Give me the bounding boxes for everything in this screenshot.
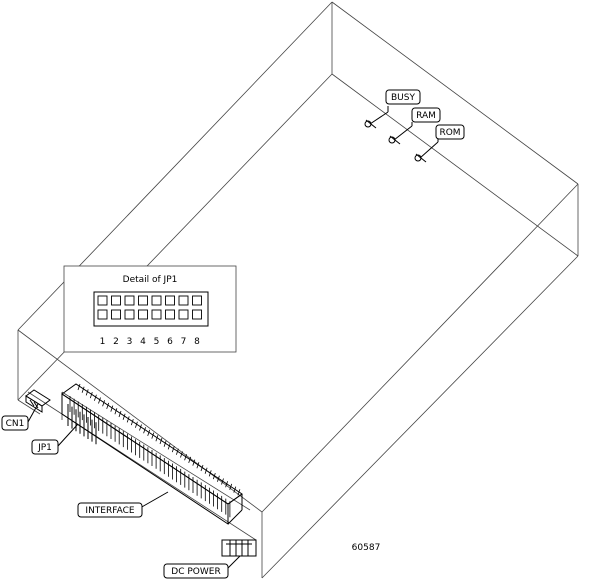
jp1-pin-cell <box>178 295 189 306</box>
jp1-detail-title: Detail of JP1 <box>123 275 178 285</box>
interface-pin <box>98 397 101 404</box>
jp1-pin-number: 6 <box>167 337 173 347</box>
jp1-pin-cell <box>111 309 121 320</box>
jp1-pin-cell <box>124 309 135 320</box>
interface-pin <box>188 456 192 464</box>
interface-pin <box>221 478 224 485</box>
interface-pin <box>106 402 110 410</box>
interface-pin <box>192 459 196 466</box>
jp1-pin-cell <box>124 295 135 306</box>
interface-pin <box>176 448 179 455</box>
jp1-pin-cell <box>138 295 148 306</box>
interface-pin <box>102 400 105 407</box>
jp1-pin-cell <box>192 295 202 306</box>
led-ram <box>388 125 413 145</box>
label-cn1-text: CN1 <box>6 419 25 429</box>
label-jp1: JP1 <box>31 439 59 455</box>
interface-pin <box>139 424 142 431</box>
interface-pin <box>180 451 183 458</box>
interface-pin <box>204 467 208 474</box>
interface-pin <box>217 475 220 482</box>
jp1-pin-cell <box>97 309 108 320</box>
jp1-pin-cell <box>165 309 175 320</box>
interface-pin <box>110 405 114 412</box>
interface-pin <box>212 472 216 480</box>
interface-pin <box>77 383 81 391</box>
cn1-connector <box>25 389 51 413</box>
interface-pin <box>89 391 93 399</box>
label-interface: INTERFACE <box>77 502 143 518</box>
interface-pin <box>147 429 151 437</box>
jp1-block <box>67 404 97 445</box>
jp1-pin-cell <box>151 309 162 320</box>
interface-pin <box>114 408 118 415</box>
interface-pin <box>94 394 97 401</box>
jp1-pin-cell <box>151 295 162 306</box>
interface-pin <box>135 421 138 428</box>
interface-connector <box>61 383 243 525</box>
interface-pin <box>163 440 167 447</box>
interface-pin <box>184 454 187 461</box>
jp1-pin-number: 3 <box>127 337 133 347</box>
interface-pin <box>159 437 163 445</box>
label-cn1: CN1 <box>1 415 29 431</box>
interface-pin <box>200 464 204 472</box>
jp1-pin-cell <box>138 309 148 320</box>
interface-pin <box>122 413 126 420</box>
jp1-pin-number: 7 <box>181 337 187 347</box>
label-busy-text: BUSY <box>391 93 415 103</box>
led-busy <box>364 111 389 129</box>
label-rom: ROM <box>435 124 465 140</box>
interface-pin <box>118 410 122 418</box>
interface-pin <box>208 470 212 477</box>
interface-pin <box>130 418 134 426</box>
jp1-pin-number: 8 <box>194 337 200 347</box>
led-rom <box>414 141 439 163</box>
leader-lines <box>27 106 439 571</box>
interface-pin <box>229 483 233 491</box>
jp1-pin-grid <box>97 295 202 320</box>
jp1-pin-number: 5 <box>154 337 160 347</box>
label-ram-text: RAM <box>416 111 436 121</box>
interface-pin <box>171 445 175 453</box>
jp1-pin-cell <box>97 295 108 306</box>
interface-pin <box>167 443 171 450</box>
label-ram: RAM <box>411 107 441 123</box>
interface-pin <box>225 481 228 488</box>
dc-power-connector <box>221 539 257 557</box>
label-rom-text: ROM <box>439 128 460 138</box>
interface-pin <box>151 432 155 439</box>
drive-enclosure <box>17 1 579 579</box>
jp1-pin-cell <box>165 295 175 306</box>
interface-pin <box>196 462 200 469</box>
label-interface-text: INTERFACE <box>85 506 134 516</box>
interface-pin <box>126 416 130 423</box>
interface-pin <box>81 386 85 393</box>
jp1-pin-cell <box>178 309 189 320</box>
jp1-pin-number: 4 <box>140 337 146 347</box>
label-dc-power: DC POWER <box>163 563 229 579</box>
jp1-pin-cell <box>111 295 121 306</box>
interface-pin <box>237 489 241 496</box>
jp1-pin-number: 1 <box>100 337 106 347</box>
jp1-pin-cell <box>192 309 202 320</box>
jp1-pin-number: 2 <box>113 337 119 347</box>
interface-pin <box>155 435 159 442</box>
interface-pin <box>233 486 237 493</box>
label-dc-power-text: DC POWER <box>171 567 220 577</box>
label-busy: BUSY <box>385 89 421 105</box>
label-jp1-text: JP1 <box>37 443 52 453</box>
interface-pin <box>143 427 146 434</box>
figure-id: 60587 <box>352 543 381 553</box>
interface-pin <box>85 389 89 396</box>
